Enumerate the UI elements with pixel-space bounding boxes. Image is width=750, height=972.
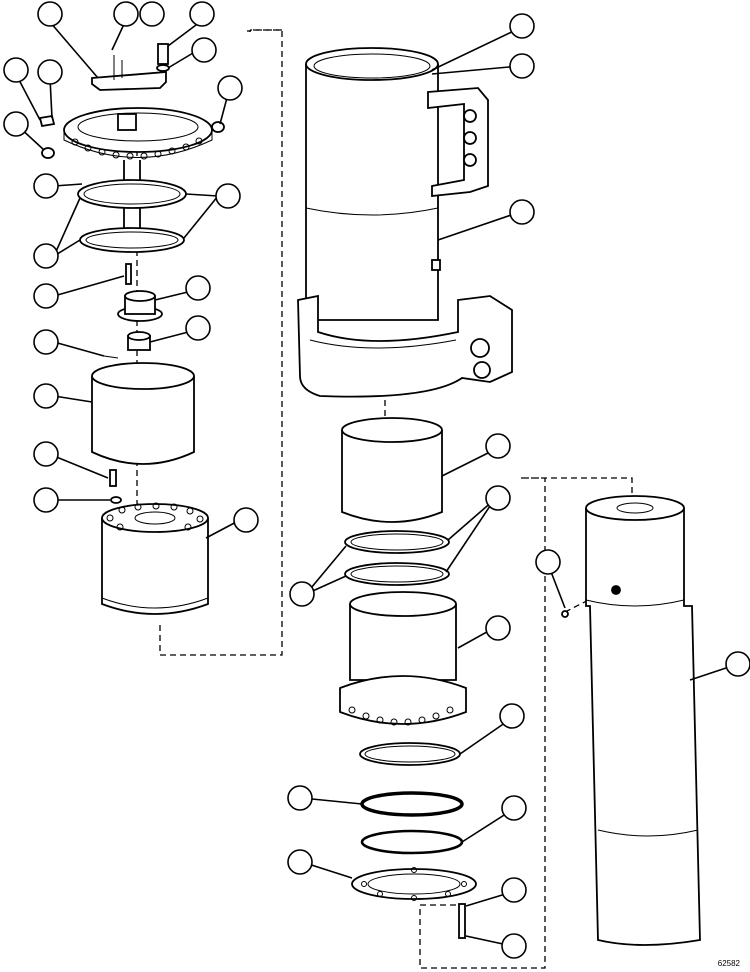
callout-bubble [185,315,211,341]
callout-bubble [215,183,241,209]
tower-tube-seam [305,207,439,216]
bearing-sleeve [341,430,443,523]
callout-bubble [33,173,59,199]
left-parts-stack [38,43,225,615]
callout-bubble [3,111,29,137]
callout-bubble [217,75,243,101]
tube-plug [431,259,441,271]
tower-tube [305,64,439,321]
retaining-pin [103,355,119,359]
callout-bubble [501,877,527,903]
callout-bubble [501,933,527,959]
gear-flange-rim [63,130,213,158]
callout-bubble [509,13,535,39]
bolt-washer [156,64,170,72]
gearbox-housing-top [101,503,209,533]
center-tower-assembly [297,47,513,939]
base-housing-groove [309,339,457,349]
callout-bubble [535,549,561,575]
bearing-sleeve-top [341,417,443,443]
gearbox-housing-band [101,597,209,609]
cover-bolt [109,469,117,487]
slewing-gear-ring [339,675,467,725]
callout-bubble [287,849,313,875]
column-lube-fitting [611,585,621,595]
gear-cover-top [91,362,195,390]
tower-base-housing [297,294,513,398]
gear-cover [91,376,195,465]
mounting-bracket [91,71,167,91]
support-column-top-flange [585,495,685,521]
hex-bolt [157,43,169,65]
callout-bubble [113,1,139,27]
seal-ring-upper [344,530,450,554]
figure-id: 62582 [717,959,740,968]
callout-bubble [33,283,59,309]
gear-flange-inner [77,112,199,142]
right-column-assembly [561,495,701,946]
callout-bubble [37,59,63,85]
callout-bubble [33,243,59,269]
gearbox-housing [101,518,209,615]
gear-teeth [71,137,203,160]
callout-bubble [139,1,165,27]
shaft-key [125,263,132,285]
callout-bubble [233,507,259,533]
slewing-gear-teeth [348,706,454,726]
seal-ring-lower [344,562,450,586]
column-upper-seam [585,599,685,607]
callout-bubble [33,383,59,409]
callout-bubble [189,1,215,27]
flange-hub [117,113,137,131]
callout-bubble [501,795,527,821]
callout-bubbles [3,1,750,959]
callout-bubble [287,785,313,811]
bracket-hole-1 [463,109,477,123]
side-fastener-left [38,114,56,128]
cover-washer [110,496,122,504]
bearing-top [124,290,156,302]
callout-bubble [485,485,511,511]
pinion-gear-top [127,331,151,341]
housing-bolt-circle [106,502,204,531]
callout-bubble [485,433,511,459]
callout-bubble [33,487,59,513]
slewing-bearing-top [349,591,457,617]
callout-bubble [37,1,63,27]
column-lower-seam [597,829,699,837]
callout-bubble [499,703,525,729]
callout-bubble [509,53,535,79]
thick-seal-ring [360,791,464,817]
callout-bubble [191,37,217,63]
bracket-hole-2 [463,131,477,145]
cap-screw-right [211,121,225,133]
tower-tube-top-flange [305,47,439,81]
callout-bubble [33,329,59,355]
retainer-plate-holes [361,867,467,901]
bracket-hole-3 [463,153,477,167]
callout-bubble [33,441,59,467]
leader-lines [17,21,739,947]
callout-bubble [509,199,535,225]
base-port-1 [470,338,490,358]
callout-bubble [485,615,511,641]
callout-bubble [725,651,750,677]
callout-bubble [185,275,211,301]
backup-ring [360,829,464,855]
grease-nipple [561,610,569,618]
callout-bubble [3,57,29,83]
cap-screw-left [41,147,55,159]
support-column [585,508,701,946]
pivot-pin-bolt [458,903,466,939]
dashed-line-lower-assembly [419,477,633,969]
dashed-line-upper-assembly [159,29,283,656]
callout-bubble [289,581,315,607]
base-port-2 [473,361,491,379]
